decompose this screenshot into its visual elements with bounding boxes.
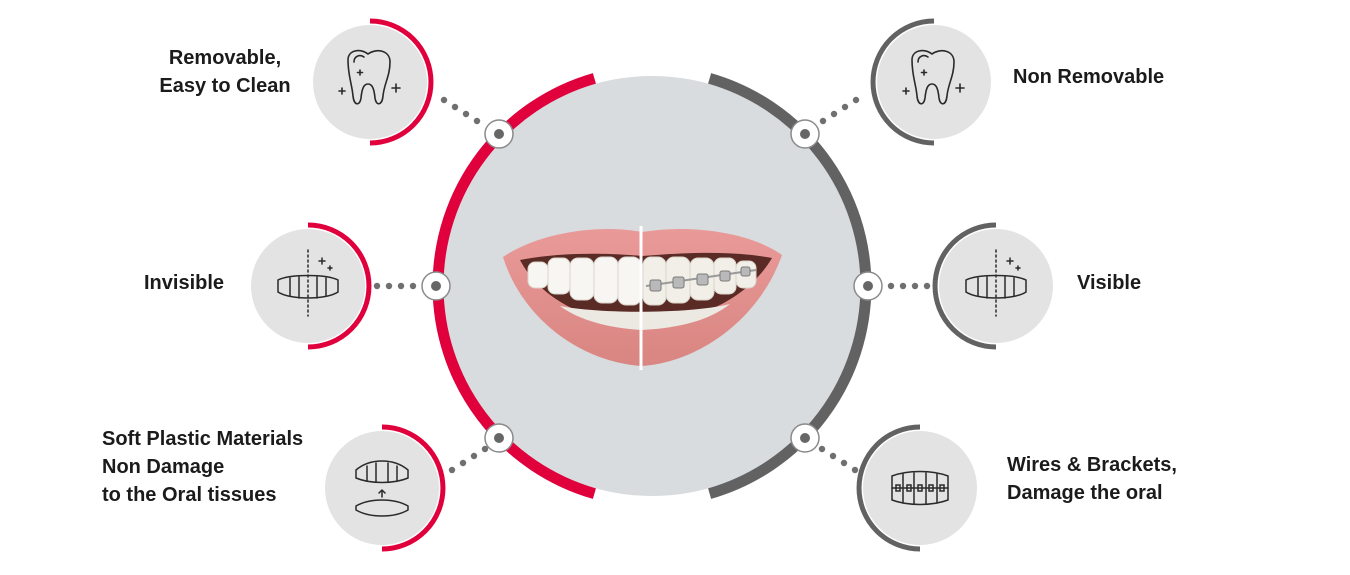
feature-label-soft-plastic: Soft Plastic Materials Non Damage to the… xyxy=(102,425,303,509)
icon-disc-left-top xyxy=(313,18,434,146)
smile-image xyxy=(503,226,782,370)
dotted-connectors xyxy=(373,96,931,474)
icon-disc-right-middle xyxy=(932,222,1053,350)
upper-teeth-right xyxy=(642,256,757,306)
icon-disc-right-top xyxy=(870,18,991,146)
icon-disc-right-bottom xyxy=(856,424,977,552)
node-left-top xyxy=(484,119,514,149)
braces-brackets xyxy=(649,266,751,292)
feature-label-non-removable: Non Removable xyxy=(1013,63,1164,91)
lower-teeth xyxy=(560,304,730,330)
node-right-top xyxy=(790,119,820,149)
icon-disc-left-bottom xyxy=(325,424,446,552)
node-right-bottom xyxy=(790,423,820,453)
node-left-bottom xyxy=(484,423,514,453)
node-right-middle xyxy=(853,271,883,301)
upper-teeth-left xyxy=(527,256,642,306)
feature-label-visible: Visible xyxy=(1077,269,1141,297)
sparkling-tooth-icon xyxy=(338,49,401,105)
icon-disc-left-middle xyxy=(251,222,372,350)
feature-label-invisible: Invisible xyxy=(144,269,224,297)
label-line: Wires & Brackets, xyxy=(1007,454,1177,476)
clear-aligner-trays-icon xyxy=(355,460,409,517)
braces-brackets-icon xyxy=(891,470,949,506)
label-line: Invisible xyxy=(144,272,225,294)
node-left-middle xyxy=(421,271,451,301)
label-line: Non Removable xyxy=(1013,66,1165,88)
label-line: Easy to Clean xyxy=(159,75,291,97)
label-line: Removable, xyxy=(168,47,282,69)
feature-label-wires-brackets: Wires & Brackets, Damage the oral xyxy=(1007,451,1177,507)
sparkling-tooth-icon xyxy=(902,49,965,105)
connector-nodes xyxy=(421,119,883,453)
label-line: Visible xyxy=(1077,272,1142,294)
label-line: Non Damage xyxy=(102,456,225,478)
label-line: to the Oral tissues xyxy=(102,484,277,506)
feature-label-removable: Removable, Easy to Clean xyxy=(150,44,300,100)
teeth-aligner-icon xyxy=(277,249,339,317)
label-line: Soft Plastic Materials xyxy=(102,428,304,450)
teeth-aligner-icon xyxy=(965,249,1027,317)
label-line: Damage the oral xyxy=(1007,482,1163,504)
